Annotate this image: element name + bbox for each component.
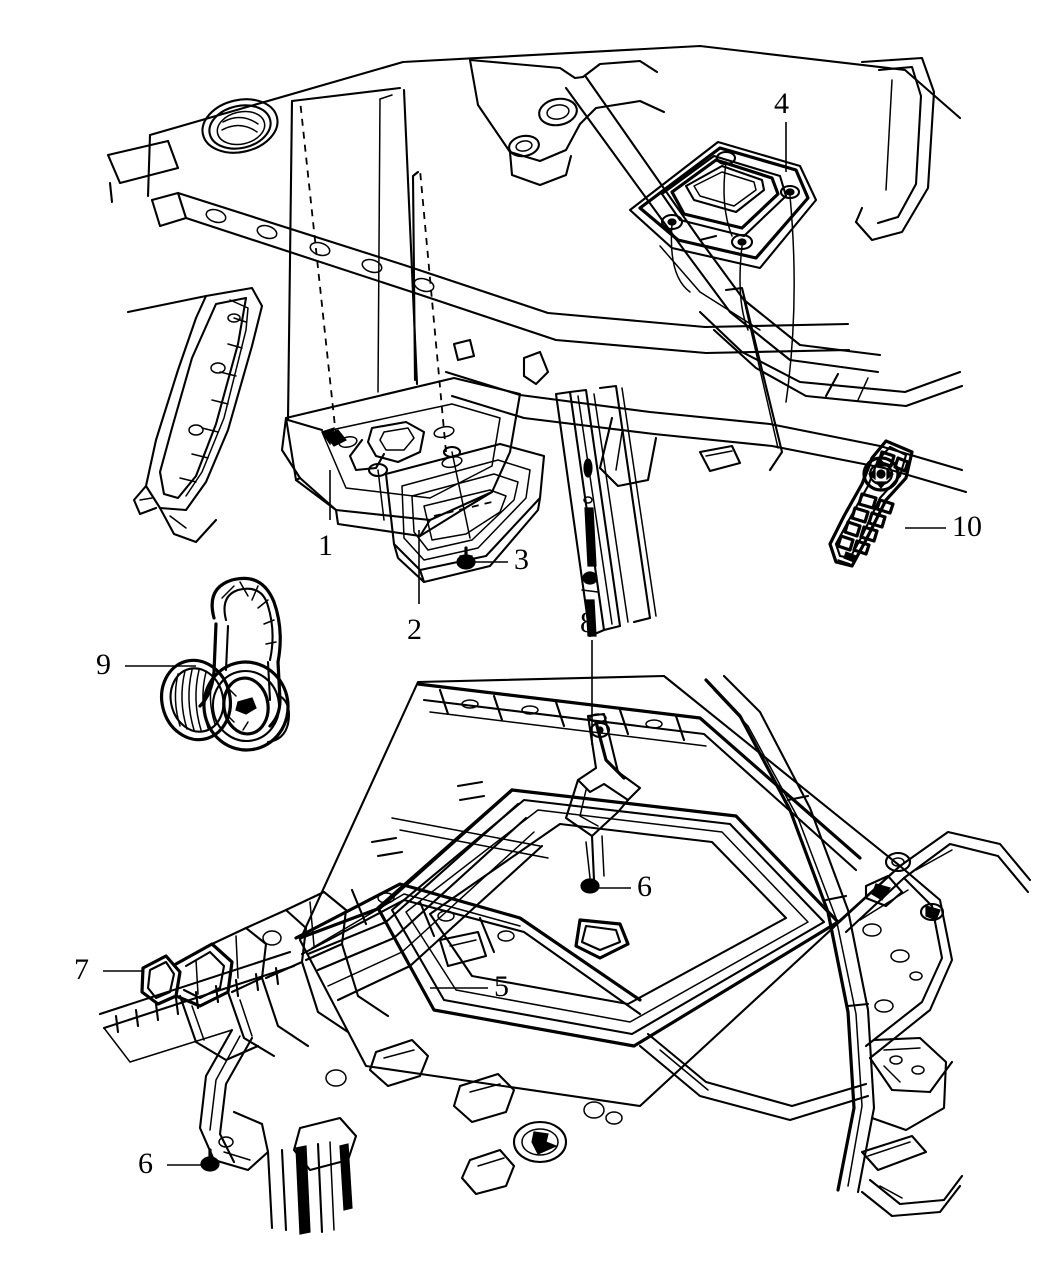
remote-control bbox=[828, 439, 914, 568]
wireless-headphones bbox=[160, 576, 291, 752]
leader-1-dashed bbox=[299, 99, 337, 437]
drain-tube-bracket bbox=[140, 890, 348, 1008]
callout-1: 1 bbox=[318, 529, 333, 562]
frame-screw-upper bbox=[580, 841, 600, 894]
callout-10: 10 bbox=[952, 510, 982, 543]
callout-6-upper: 6 bbox=[637, 870, 652, 903]
leader-2-dashed bbox=[419, 169, 447, 453]
a-pillar-trim bbox=[126, 286, 264, 544]
rear-console-bracket bbox=[628, 140, 818, 403]
callout-9: 9 bbox=[96, 648, 111, 681]
glass-slot bbox=[574, 918, 630, 960]
callout-7: 7 bbox=[74, 953, 89, 986]
callout-4: 4 bbox=[774, 87, 789, 120]
callout-2: 2 bbox=[407, 613, 422, 646]
callout-6-lower: 6 bbox=[138, 1147, 153, 1180]
sunroof-frame-assembly bbox=[98, 674, 1032, 1235]
callout-8: 8 bbox=[580, 606, 595, 639]
overhead-video-console bbox=[280, 376, 546, 584]
callout-3: 3 bbox=[514, 543, 529, 576]
frame-screw-lower bbox=[200, 1148, 220, 1172]
b-pillar-strip bbox=[554, 384, 657, 638]
leader-lines bbox=[103, 99, 946, 1166]
callout-5: 5 bbox=[494, 970, 509, 1003]
roof-header-panel-group bbox=[106, 44, 968, 638]
screen-mounting-screw bbox=[456, 546, 476, 570]
